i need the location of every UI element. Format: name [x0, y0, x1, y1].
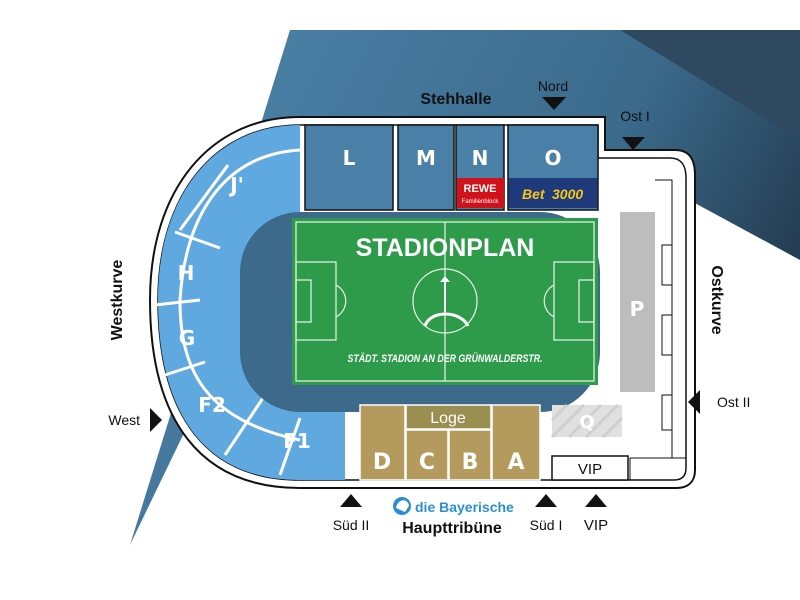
- section-loge-label: Loge: [430, 410, 466, 427]
- entrance-nord-arrow-icon: [542, 97, 566, 110]
- die-bayerische-label: die Bayerische: [415, 499, 514, 515]
- section-f1-label: F1: [283, 429, 311, 453]
- section-h-label: H: [178, 261, 195, 285]
- entrance-west-arrow-icon: [150, 408, 162, 432]
- rewe-label: REWE: [464, 183, 497, 195]
- section-f2-label: F2: [198, 393, 226, 417]
- section-b-label: B: [462, 450, 479, 475]
- entrance-sued1-label: Süd I: [530, 517, 563, 533]
- section-d-label: D: [373, 450, 391, 475]
- bet3000-label-b: 3000: [552, 186, 583, 202]
- entrance-vip-arrow-icon: [585, 494, 607, 507]
- entrance-ost1-label: Ost I: [620, 108, 650, 124]
- entrance-sued2-arrow-icon: [340, 494, 362, 507]
- stadium-emblem-icon: [423, 276, 470, 327]
- block-p: [620, 212, 655, 392]
- entrance-nord-label: Nord: [538, 78, 568, 94]
- entrance-sued2-label: Süd II: [333, 517, 370, 533]
- pitch-markings: [295, 221, 595, 382]
- section-n-label: N: [472, 146, 489, 170]
- entrance-ost1-arrow-icon: [622, 137, 645, 150]
- die-bayerische-lion-icon: [393, 497, 411, 515]
- section-c-label: C: [419, 450, 435, 475]
- entrance-sued1-arrow-icon: [535, 494, 557, 507]
- stand-ostkurve-label: Ostkurve: [708, 265, 725, 334]
- vip-box: [551, 455, 629, 481]
- section-g-label: G: [179, 326, 195, 350]
- stand-stehhalle-label: Stehhalle: [420, 91, 491, 108]
- rewe-sub-label: Familienblock: [462, 199, 500, 205]
- haupttribuene-stand: [359, 404, 541, 481]
- rewe-logo: [457, 178, 504, 208]
- section-o-label: O: [544, 146, 561, 170]
- block-q: [550, 403, 624, 439]
- entrance-ost2-arrow-icon: [688, 390, 700, 414]
- stadium-name: STÄDT. STADION AN DER GRÜNWALDERSTR.: [348, 352, 543, 365]
- section-m-label: M: [416, 146, 436, 170]
- bet3000-logo: [509, 178, 597, 208]
- westkurve-dividers: [154, 148, 302, 476]
- entrance-vip-label: VIP: [584, 517, 608, 534]
- background-dark-corner: [620, 30, 800, 140]
- entrance-west-label: West: [108, 412, 140, 428]
- ostkurve-compartments: [629, 179, 686, 480]
- bet3000-label-a: Bet: [522, 186, 546, 202]
- stand-haupttribuene-label: Haupttribüne: [402, 520, 502, 537]
- section-q-label: Q: [579, 412, 594, 433]
- section-a-label: A: [507, 450, 524, 475]
- section-j-label: J': [228, 173, 244, 197]
- vip-box-label: VIP: [578, 461, 602, 478]
- page-title: STADIONPLAN: [356, 234, 535, 262]
- section-l-label: L: [343, 146, 356, 170]
- entrance-ost2-label: Ost II: [717, 394, 750, 410]
- stand-westkurve-label: Westkurve: [109, 260, 126, 341]
- section-p-label: P: [630, 297, 645, 321]
